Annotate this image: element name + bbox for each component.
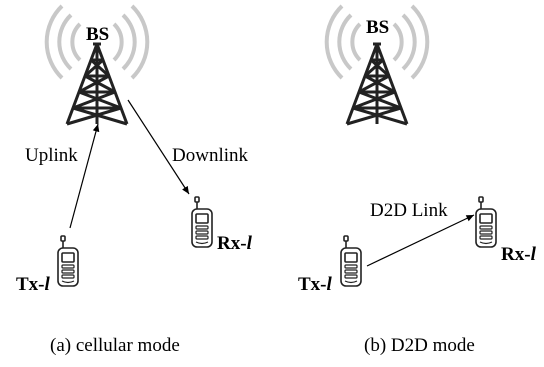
tx-label: Tx-l: [298, 274, 332, 295]
panel-a: [44, 4, 213, 287]
bs-label: BS: [366, 17, 390, 38]
downlink-label: Downlink: [172, 145, 248, 166]
caption: (b) D2D mode: [364, 335, 475, 356]
caption: (a) cellular mode: [50, 335, 180, 356]
panel-b: [324, 4, 497, 287]
d2d-link-label: D2D Link: [370, 200, 448, 221]
bs-label: BS: [86, 24, 110, 45]
rx-phone-icon: [475, 196, 497, 248]
rx-label: Rx-l: [217, 233, 252, 254]
rx-phone-icon: [191, 196, 213, 248]
downlink-arrow: [127, 99, 190, 195]
d2d-link-arrow: [366, 214, 475, 267]
rx-label: Rx-l: [501, 244, 536, 265]
uplink-label: Uplink: [25, 145, 78, 166]
tx-phone-icon: [340, 235, 362, 287]
uplink-arrow: [69, 123, 100, 229]
tx-phone-icon: [57, 235, 79, 287]
tx-label: Tx-l: [16, 274, 50, 295]
